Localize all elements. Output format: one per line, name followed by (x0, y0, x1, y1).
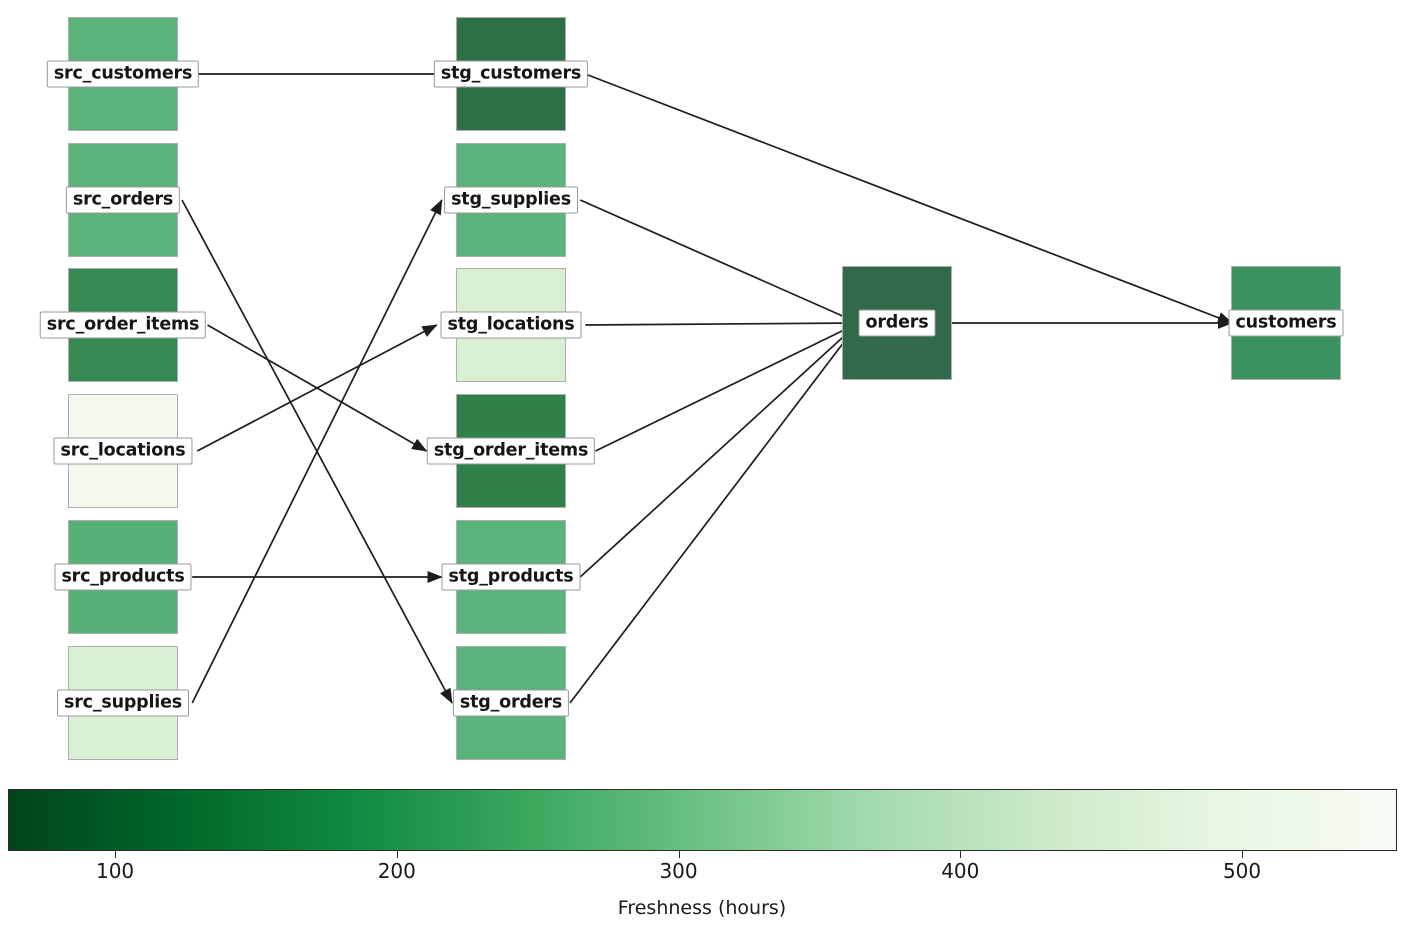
edge-src_supplies-to-stg_supplies (191, 199, 443, 704)
edge-src_locations-to-stg_locations (196, 324, 438, 452)
colorbar-tick-label-400: 400 (941, 859, 980, 883)
node-label-stg_locations[interactable]: stg_locations (440, 311, 582, 339)
node-label-src_locations[interactable]: src_locations (53, 437, 193, 465)
node-label-stg_supplies[interactable]: stg_supplies (444, 186, 578, 214)
colorbar-tick-label-100: 100 (95, 859, 135, 883)
edge-stg_products-to-orders (579, 322, 860, 578)
node-label-stg_customers[interactable]: stg_customers (433, 60, 589, 88)
colorbar-tick-300 (678, 851, 680, 858)
node-label-src_products[interactable]: src_products (54, 563, 192, 591)
node-label-stg_orders[interactable]: stg_orders (452, 689, 570, 717)
node-label-src_orders[interactable]: src_orders (65, 186, 181, 214)
colorbar-tick-500 (1242, 851, 1244, 858)
node-label-customers[interactable]: customers (1228, 309, 1344, 337)
edge-stg_locations-to-orders (585, 317, 860, 330)
colorbar-tick-label-500: 500 (1222, 859, 1262, 883)
node-label-orders[interactable]: orders (858, 309, 936, 337)
colorbar-gradient (8, 789, 1397, 851)
colorbar-tick-400 (960, 851, 962, 858)
edge-stg_orders-to-orders (569, 322, 860, 704)
colorbar-tick-label-200: 200 (377, 859, 416, 883)
node-label-src_customers[interactable]: src_customers (46, 60, 200, 88)
edge-stg_order_items-to-orders (595, 322, 860, 452)
node-label-src_order_items[interactable]: src_order_items (39, 311, 207, 339)
edge-stg_supplies-to-orders (579, 199, 860, 324)
edge-src_orders-to-stg_orders (181, 199, 453, 704)
colorbar-tick-200 (396, 851, 398, 858)
node-label-stg_order_items[interactable]: stg_order_items (426, 437, 596, 465)
edge-src_order_items-to-stg_order_items (207, 324, 428, 452)
colorbar-tick-label-300: 300 (659, 859, 698, 883)
node-label-stg_products[interactable]: stg_products (441, 563, 581, 591)
colorbar-axis-label: Freshness (hours) (617, 897, 787, 919)
colorbar-tick-100 (115, 851, 117, 858)
node-label-src_supplies[interactable]: src_supplies (57, 689, 189, 717)
colorbar: 100 200 300 400 500 (8, 789, 1397, 883)
